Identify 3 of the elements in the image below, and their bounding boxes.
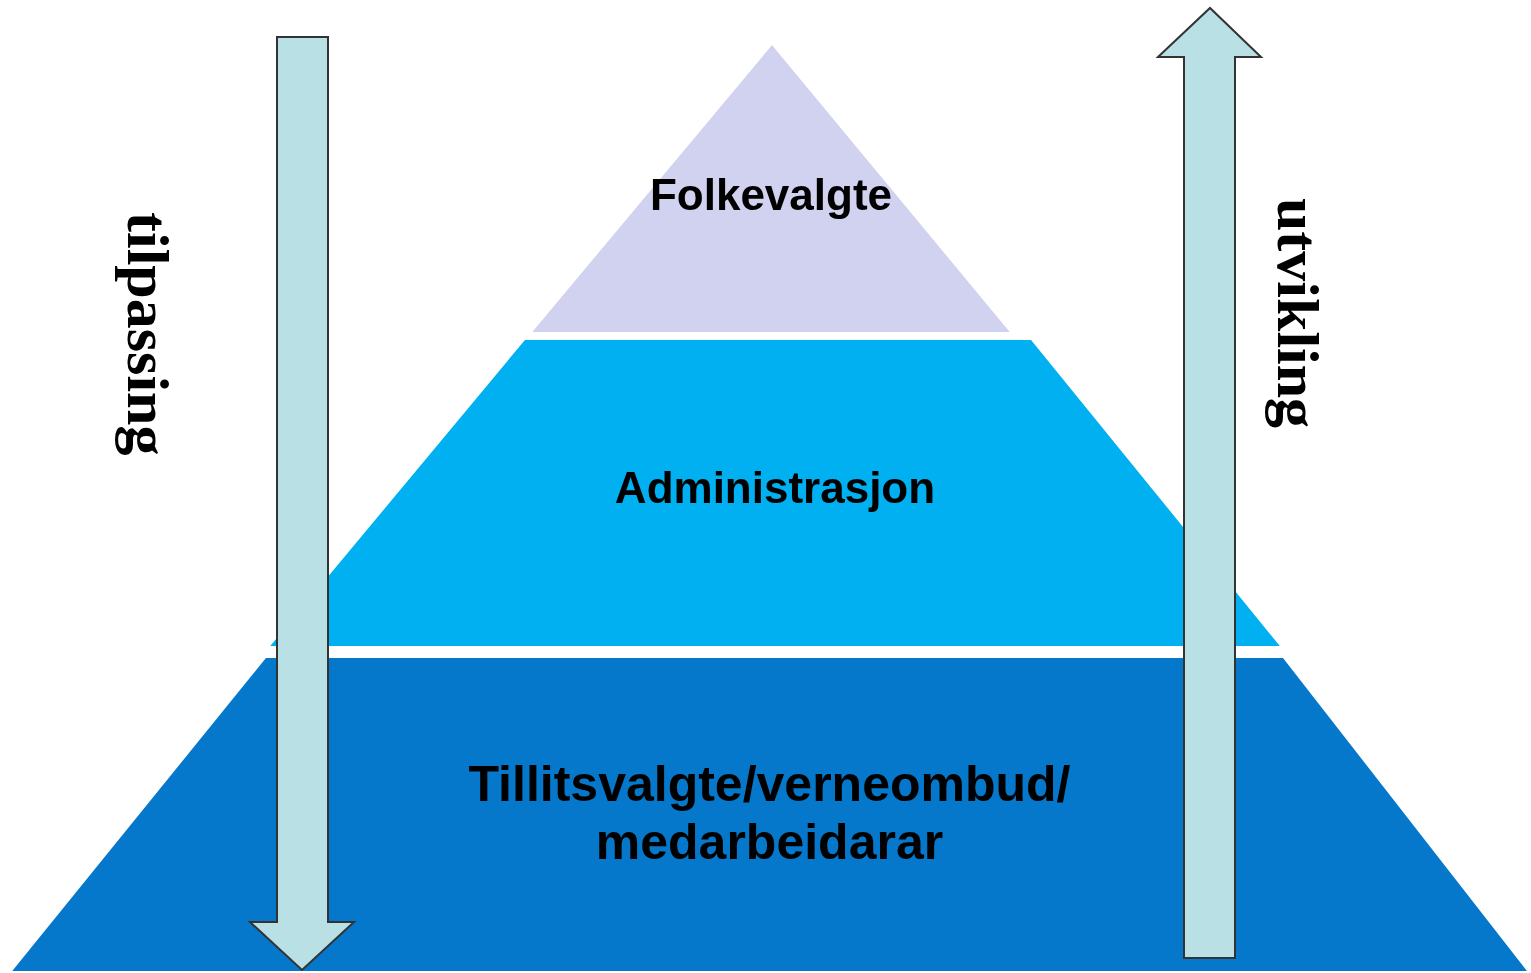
tier-label: Folkevalgte <box>649 170 893 221</box>
tier-label: Administrasjon <box>614 463 936 514</box>
tier-label: Tillitsvalgte/verneombud/ medarbeidarar <box>467 756 1072 871</box>
